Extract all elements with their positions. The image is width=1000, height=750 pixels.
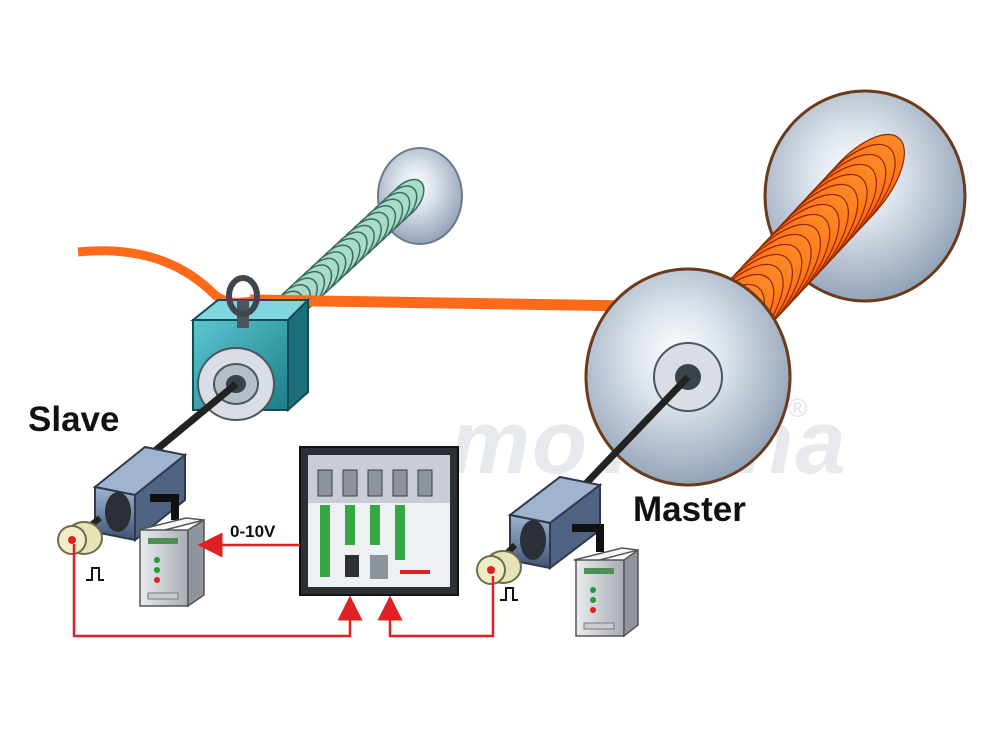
db9-port bbox=[417, 469, 433, 497]
slave-drive bbox=[137, 517, 205, 608]
slave-encoder bbox=[57, 521, 103, 555]
db9-port bbox=[392, 469, 408, 497]
slave-label: Slave bbox=[28, 400, 120, 439]
incoming-cable bbox=[77, 246, 261, 307]
voltage-label: 0-10V bbox=[230, 522, 276, 541]
master-drive bbox=[573, 547, 639, 638]
master-encoder bbox=[476, 550, 522, 585]
master-shaft bbox=[572, 374, 691, 498]
master-reel bbox=[584, 89, 967, 487]
synchronization-controller bbox=[299, 446, 459, 596]
wire-cable bbox=[249, 294, 641, 312]
slave-pulse-wire bbox=[72, 544, 363, 638]
square-pulse-icon bbox=[500, 587, 518, 601]
master-label: Master bbox=[633, 490, 746, 529]
master-pulse-wire bbox=[377, 576, 495, 638]
db9-port bbox=[317, 469, 333, 497]
registered-mark: ® bbox=[788, 393, 808, 423]
db9-port bbox=[342, 469, 358, 497]
square-pulse-icon bbox=[86, 567, 104, 581]
db9-port bbox=[367, 469, 383, 497]
guide-carriage bbox=[190, 275, 311, 421]
slave-shaft bbox=[147, 381, 239, 458]
